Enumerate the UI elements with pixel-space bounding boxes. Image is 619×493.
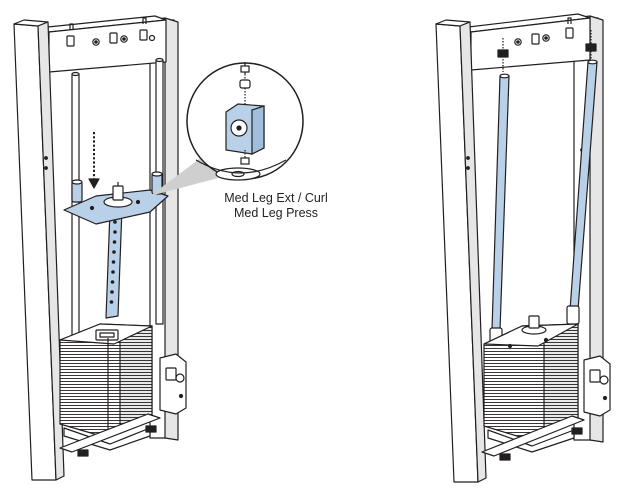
callout-label: Med Leg Ext / Curl Med Leg Press bbox=[205, 191, 347, 221]
left-left-post bbox=[13, 19, 65, 481]
left-base bbox=[59, 413, 161, 457]
magnifier-callout-icon bbox=[150, 62, 304, 196]
left-top-beam bbox=[37, 15, 167, 73]
left-weight-stack bbox=[59, 323, 153, 451]
right-top-beam bbox=[459, 13, 597, 72]
callout-label-line2: Med Leg Press bbox=[233, 206, 319, 220]
callout-detail-assembly bbox=[195, 62, 287, 181]
left-selector-stem bbox=[105, 207, 123, 319]
right-selector-pin bbox=[583, 355, 611, 417]
right-base bbox=[481, 415, 585, 461]
left-machine bbox=[13, 15, 187, 481]
callout-label-line1: Med Leg Ext / Curl bbox=[224, 191, 328, 205]
left-selector-pin bbox=[159, 353, 187, 415]
left-top-plate bbox=[63, 171, 169, 225]
right-left-post bbox=[435, 19, 487, 483]
right-machine bbox=[435, 13, 611, 483]
dashed-down-arrow-icon bbox=[88, 132, 100, 189]
